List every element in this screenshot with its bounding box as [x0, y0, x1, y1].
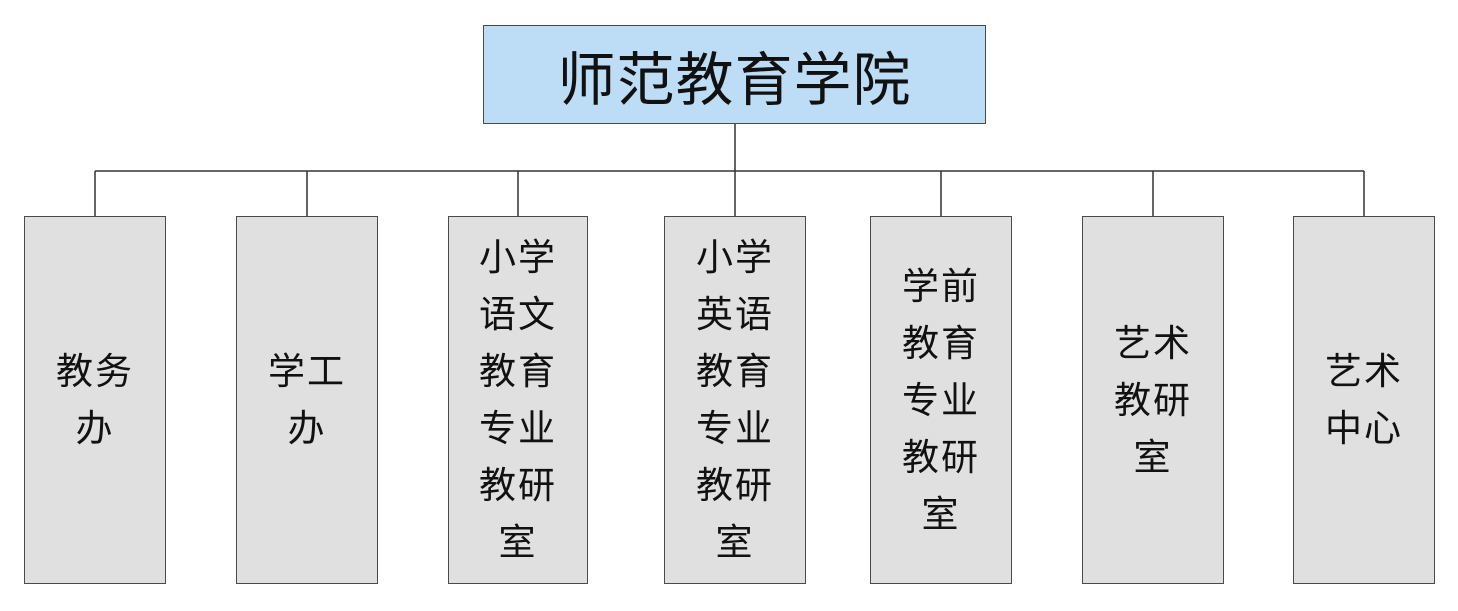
child-node-label-line: 室 — [921, 492, 961, 536]
child-node-xiaoxue-yingyu: 小学英语教育专业教研室 — [664, 216, 806, 584]
child-node-xuegongban: 学工办 — [236, 216, 378, 584]
child-node-label-line: 语文 — [479, 293, 557, 336]
child-node-label-line: 教育 — [696, 350, 774, 393]
child-node-label-line: 专业 — [902, 378, 980, 422]
child-node-label-line: 办 — [75, 407, 115, 450]
child-node-label-line: 专业 — [696, 407, 774, 450]
child-node-jiaowuban: 教务办 — [24, 216, 166, 584]
child-node-xiaoxue-yuwen: 小学语文教育专业教研室 — [448, 216, 588, 584]
child-node-label-line: 中心 — [1325, 407, 1403, 450]
child-node-label-line: 专业 — [479, 407, 557, 450]
child-node-label-line: 教研 — [1114, 378, 1192, 422]
child-node-label-line: 小学 — [479, 236, 557, 279]
child-node-yishu-jiaoyanshi: 艺术教研室 — [1082, 216, 1224, 584]
child-node-xueqian-jiaoyu: 学前教育专业教研室 — [870, 216, 1012, 584]
root-node-label: 师范教育学院 — [557, 45, 912, 114]
child-node-label-line: 教研 — [479, 464, 557, 507]
child-node-label-line: 教研 — [902, 435, 980, 479]
child-node-label-line: 室 — [1133, 435, 1173, 479]
child-node-label-line: 小学 — [696, 236, 774, 279]
child-node-label-line: 学工 — [268, 350, 346, 393]
child-node-label-line: 教育 — [479, 350, 557, 393]
child-node-label-line: 室 — [498, 521, 538, 564]
child-node-yishu-zhongxin: 艺术中心 — [1293, 216, 1435, 584]
child-node-label-line: 艺术 — [1325, 350, 1403, 393]
child-node-label-line: 教务 — [56, 350, 134, 393]
child-node-label-line: 学前 — [902, 264, 980, 308]
root-node: 师范教育学院 — [483, 25, 986, 124]
child-node-label-line: 英语 — [696, 293, 774, 336]
child-node-label-line: 教研 — [696, 464, 774, 507]
child-node-label-line: 艺术 — [1114, 321, 1192, 365]
child-node-label-line: 教育 — [902, 321, 980, 365]
child-node-label-line: 办 — [287, 407, 327, 450]
child-node-label-line: 室 — [715, 521, 755, 564]
